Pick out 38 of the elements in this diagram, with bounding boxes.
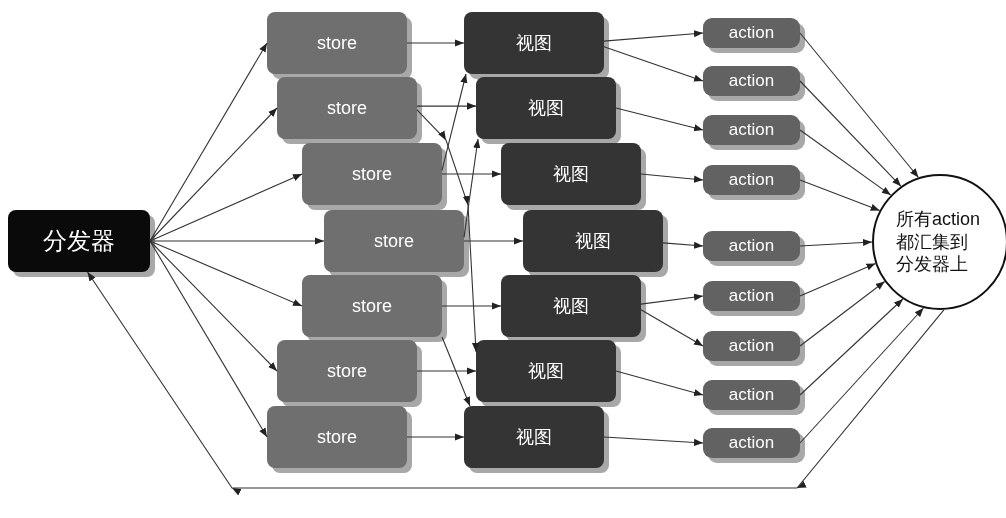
arrow [149, 237, 325, 245]
arrow [149, 240, 278, 372]
arrow [603, 30, 704, 42]
arrow [640, 309, 704, 347]
arrow [640, 173, 704, 183]
arrow [441, 73, 468, 171]
arrow [799, 307, 925, 444]
arrow [463, 138, 481, 238]
arrow [799, 262, 877, 297]
arrow [416, 367, 477, 375]
arrow [441, 336, 471, 407]
arrow [149, 240, 303, 307]
arrow [662, 241, 704, 249]
arrow [615, 107, 704, 132]
arrow [603, 46, 704, 82]
arrow [799, 32, 920, 179]
arrow [463, 237, 524, 245]
arrow [441, 302, 502, 310]
arrow [799, 179, 881, 212]
arrow [416, 109, 479, 353]
arrow [799, 80, 902, 187]
arrow [86, 271, 945, 495]
arrow [799, 129, 892, 196]
arrow [406, 433, 465, 441]
arrow [615, 370, 704, 397]
arrow [406, 39, 465, 47]
arrow [640, 293, 704, 305]
arrow [149, 42, 268, 242]
arrow [441, 170, 502, 178]
arrow [149, 240, 268, 438]
arrow [799, 298, 904, 396]
arrow [799, 280, 886, 347]
summary-circle: 所有action都汇集到分发器上 [872, 174, 1006, 310]
arrow [799, 238, 873, 247]
arrow [149, 107, 278, 242]
arrow [149, 173, 303, 242]
arrow [603, 436, 704, 447]
arrow [416, 102, 477, 110]
